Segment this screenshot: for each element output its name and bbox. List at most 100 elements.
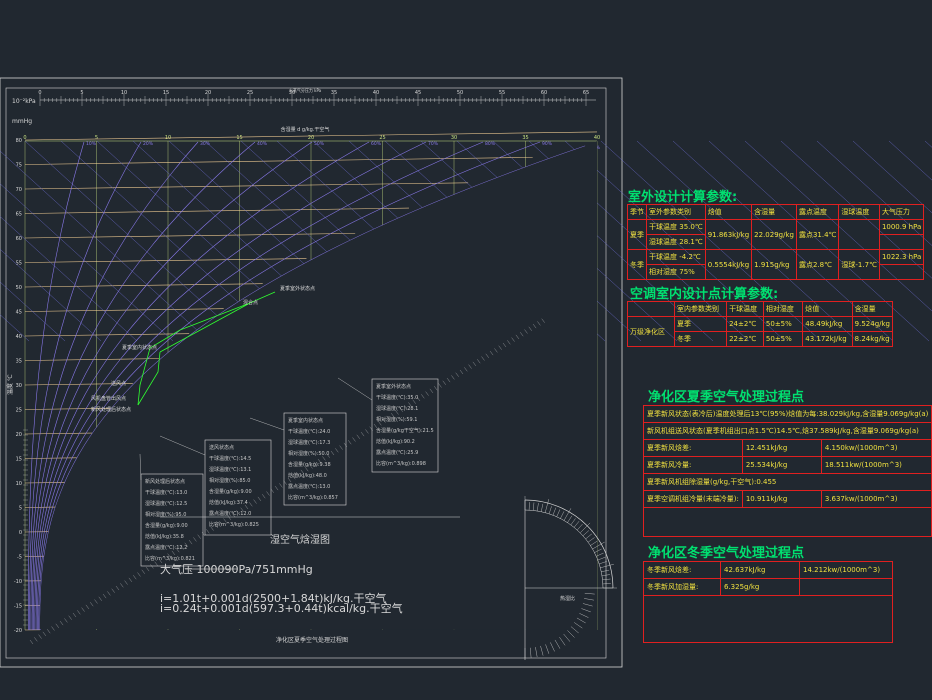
enthalpy-scale-tick [68, 615, 72, 620]
box1-line: 湿球温度(℃):28.1 [376, 406, 419, 412]
enthalpy-scale-tick [360, 432, 365, 437]
enthalpy-scale-tick [210, 526, 214, 531]
enthalpy-scale-tick [120, 583, 124, 588]
temperature-axis-label: 温度 ℃ [6, 374, 14, 395]
table-row: 冬季新风焓差: 42.637kJ/kg 14.212kw/(1000m^3) [643, 561, 893, 579]
table-cell: 夏季新风机组除湿量(g/kg,干空气):0.455 [642, 473, 932, 491]
heat-moisture-ratio-protractor: 热湿比 [524, 496, 617, 660]
enthalpy-scale-tick [507, 340, 511, 345]
enthalpy-scale-tick [485, 353, 489, 358]
enthalpy-scale-tick [365, 429, 369, 434]
enthalpy-scale-tick [386, 415, 391, 420]
enthalpy-scale-tick [313, 461, 317, 466]
box2-line: 焓值(kJ/kg):48.0 [288, 473, 327, 479]
enthalpy-scale-tick [137, 572, 141, 577]
table-row: 冬季新风加湿量: 6.325g/kg [643, 578, 893, 596]
enthalpy-scale-tick [81, 607, 85, 612]
enthalpy-line [888, 140, 932, 181]
table-cell: 6.325g/kg [720, 578, 800, 596]
table-cell: 夏季新风状态(表冷后)温度处理后13℃(95%)焓值为每:38.029kJ/kg… [642, 405, 932, 423]
table-cell: 0.5554kJ/kg [704, 249, 753, 280]
protractor-tick [567, 515, 573, 523]
rh-curve [29, 141, 142, 630]
table-row: 夏季空调机组冷量(末端冷量): 10.911kJ/kg 3.637kw/(100… [643, 490, 932, 508]
table-cell [643, 595, 893, 643]
enthalpy-scale-tick [244, 504, 249, 510]
chart-outside-mask [40, 141, 597, 630]
protractor-tick [602, 574, 610, 576]
enthalpy-scale-tick [464, 367, 468, 372]
box2-line: 含湿量(g/kg):9.38 [288, 462, 331, 468]
box4-line: 相对湿度(%):95.0 [145, 512, 187, 518]
enthalpy-scale-tick [391, 413, 395, 418]
enthalpy-line [852, 140, 932, 214]
table-cell: 1.915g/kg [751, 249, 797, 280]
protractor-tick [563, 508, 572, 521]
box4-line: 焓值(kJ/kg):35.8 [145, 534, 184, 540]
top-tick-label: 45 [415, 90, 421, 96]
rh-label: 10% [86, 141, 97, 147]
rh-curve [35, 141, 427, 630]
ratio-label: 热湿比 [560, 595, 575, 602]
protractor-tick [541, 503, 544, 512]
protractor-tick [584, 593, 595, 595]
table-cell: 48.49kJ/kg [802, 316, 853, 332]
enthalpy-scale-tick [253, 499, 257, 504]
enthalpy-scale-tick [309, 464, 313, 469]
dry-bulb-line [24, 407, 111, 410]
top-tick-label: 5 [80, 90, 83, 96]
dry-bulb-line [24, 358, 159, 361]
dry-bulb-line [24, 258, 307, 263]
label-fcu-point: 风机盘管出风点 [91, 395, 126, 402]
table-cell: 42.637kJ/kg [720, 561, 800, 579]
top-tick-label: 10 [121, 90, 127, 96]
protractor-tick [563, 633, 571, 642]
table-cell: 干球温度 -4.2℃ [646, 249, 706, 265]
enthalpy-scale-tick [47, 629, 51, 634]
header-cell: 季节 [627, 204, 647, 220]
dry-bulb-line [24, 383, 133, 386]
protractor-tick [579, 613, 589, 618]
table-cell: 冬季新风焓差: [643, 561, 721, 579]
enthalpy-scale-tick [85, 604, 90, 609]
dry-bulb-line [24, 457, 77, 459]
enthalpy-scale-tick [451, 375, 455, 380]
moisture-axis-title: 含湿量 d g/kg.干空气 [281, 126, 330, 133]
enthalpy-scale-tick [442, 380, 446, 385]
protractor-tick [535, 647, 538, 657]
top-tick-label: 50 [457, 90, 463, 96]
table-cell: 湿球温度 28.1℃ [646, 234, 706, 250]
table-cell: 25.534kJ/kg [741, 456, 822, 474]
protractor-tick [545, 644, 550, 654]
temp-tick-label: 35 [16, 359, 22, 365]
temp-tick-label: 20 [16, 432, 22, 438]
enthalpy-scale-tick [395, 410, 399, 415]
temp-tick-label: 30 [16, 383, 22, 389]
enthalpy-scale-tick [335, 448, 339, 453]
rh-curve [34, 141, 370, 630]
process-line [137, 291, 276, 406]
protractor-tick [577, 523, 583, 531]
table-row [642, 507, 932, 537]
temp-tick-label: 15 [16, 457, 22, 463]
enthalpy-scale-tick [223, 518, 227, 523]
rh-label: 60% [371, 141, 382, 147]
enthalpy-scale-tick [494, 348, 498, 353]
table-cell: 50±5% [762, 316, 804, 332]
enthalpy-scale-tick [292, 475, 296, 480]
summer-process-title: 净化区夏季空气处理过程点 [648, 390, 805, 405]
protractor-tick [594, 548, 602, 553]
box4-line: 露点温度(℃):12.2 [145, 545, 188, 551]
table-cell [838, 219, 880, 250]
rh-label: 90% [542, 141, 553, 147]
protractor-tick [559, 637, 566, 646]
temp-tick-label: 5 [19, 506, 22, 512]
table-cell: 露点31.4℃ [795, 219, 840, 250]
box2-outline [283, 412, 347, 506]
enthalpy-scale-tick [498, 345, 502, 350]
